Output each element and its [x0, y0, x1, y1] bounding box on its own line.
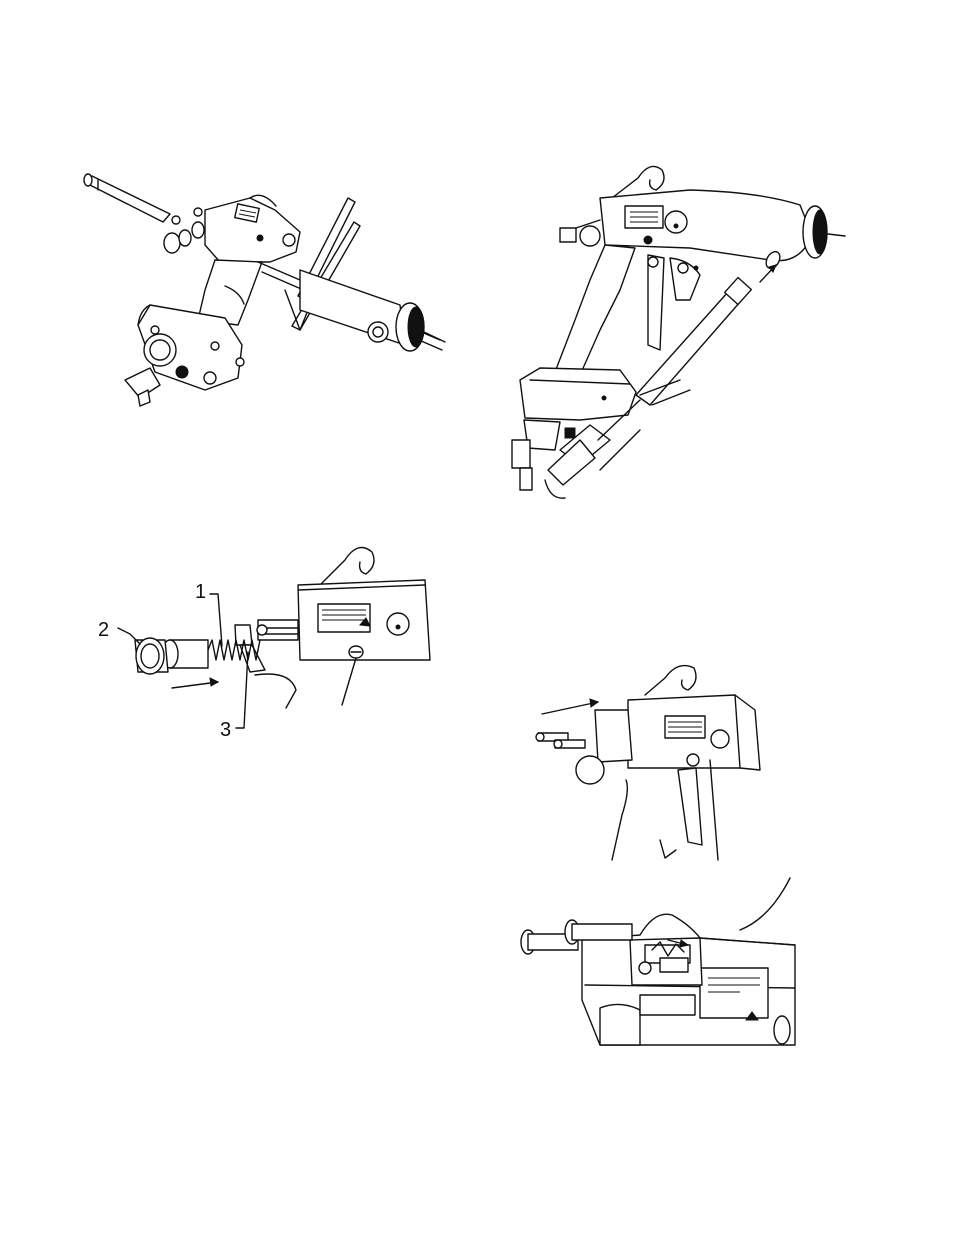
gun-head — [205, 195, 300, 262]
air-valve-assembly — [536, 710, 632, 784]
fluid-needle — [84, 174, 170, 222]
air-valve-body — [135, 638, 208, 674]
internal-valve — [630, 938, 702, 985]
figure-spray-gun-hose — [512, 166, 845, 498]
gun-handle — [555, 245, 635, 375]
callout-1: 1 — [195, 581, 206, 603]
gun-head — [255, 580, 430, 708]
manifold-base — [125, 305, 244, 406]
valve-stem — [235, 620, 298, 672]
figure-air-valve-removal — [536, 666, 760, 860]
barrel-assembly — [300, 270, 445, 351]
figure-head-cutaway — [521, 878, 795, 1045]
callout-2: 2 — [98, 619, 109, 641]
hanger-hook — [645, 666, 696, 695]
hanger-hook — [320, 548, 374, 586]
fluid-adjust-knob — [560, 220, 600, 246]
callout-3: 3 — [220, 719, 231, 741]
figure-air-valve-callouts: 1 2 3 — [98, 548, 430, 742]
rear-cap — [803, 206, 845, 258]
figure-exploded-spray-gun — [84, 174, 445, 406]
